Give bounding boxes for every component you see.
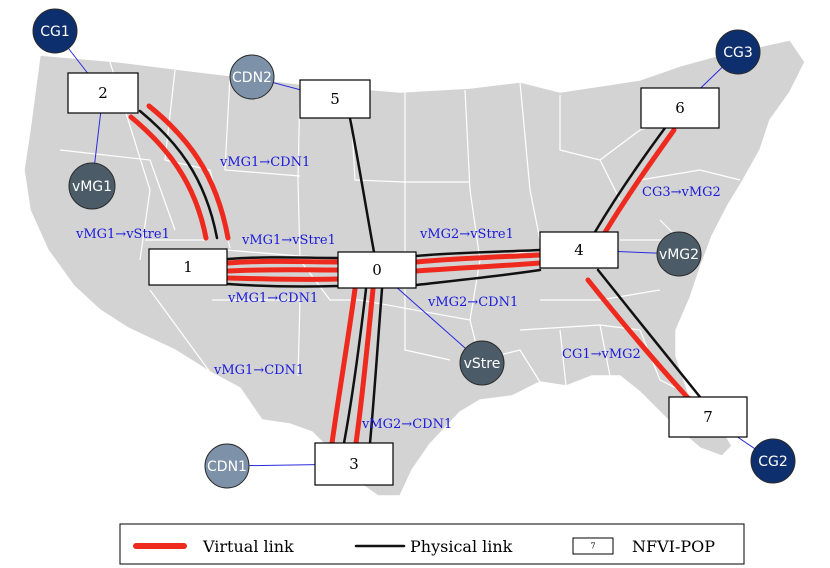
vnf-vstre: vStre (459, 340, 505, 386)
flow-label-vmg1-cdn1-south: vMG1→CDN1 (213, 363, 304, 378)
flow-label-cg3-vmg2: CG3→vMG2 (642, 185, 721, 200)
nfvi-pop-label: 2 (98, 84, 108, 102)
vnf-circle (750, 438, 796, 484)
flow-label-cg1-vmg2: CG1→vMG2 (562, 347, 641, 362)
vnf-label: CG3 (723, 45, 753, 61)
vnf-circle (656, 231, 702, 277)
vnf-circle (715, 29, 761, 75)
nfvi-pop-box (668, 396, 748, 438)
nfvi-pop-label: 4 (574, 241, 584, 259)
virtual-link-2-1-0 (128, 114, 209, 241)
vnf-cdn1: CDN1 (204, 443, 250, 489)
nfvi-pop-5: 5 (299, 79, 371, 119)
nfvi-pop-label: 6 (675, 99, 685, 117)
flow-label-vmg1-cdn1-center: vMG1→CDN1 (227, 291, 318, 306)
nfvi-pop-6: 6 (640, 87, 720, 129)
flow-label-vmg1-cdn1-top: vMG1→CDN1 (219, 155, 310, 170)
link-4-6 (593, 126, 677, 237)
legend-frame (119, 523, 745, 565)
vnf-circle (204, 443, 250, 489)
link-5-0 (348, 116, 376, 254)
flow-label-vmg2-cdn1-right: vMG2→CDN1 (427, 295, 518, 310)
flow-label-vmg2-cdn1-south: vMG2→CDN1 (361, 417, 452, 432)
virtual-link-1-0-0 (225, 258, 341, 266)
vnf-circle (68, 162, 116, 210)
physical-link-0-4-0 (414, 248, 542, 258)
nfvi-pop-box (337, 251, 417, 289)
link-2-1 (128, 103, 231, 241)
vnf-label: vMG2 (659, 247, 699, 263)
nfvi-pop-1: 1 (148, 248, 228, 286)
links-layer (128, 103, 702, 446)
virtual-link-0-4-1 (413, 260, 543, 274)
vnf-label: CDN2 (232, 70, 272, 86)
flow-labels: vMG1→CDN1 vMG1→vStre1 vMG1→vStre1 vMG1→C… (75, 155, 721, 432)
vnf-label: CDN1 (207, 459, 247, 475)
virtual-link-0-4-0 (413, 252, 543, 265)
nfvi-pop-box (67, 72, 139, 114)
vnf-circle (459, 340, 505, 386)
virtual-link-1-0-2 (225, 275, 341, 282)
link-0-3 (329, 286, 384, 446)
physical-link-5-0-0 (348, 116, 376, 254)
vnf-vmg1: vMG1 (68, 162, 116, 210)
vnf-label: vStre (464, 356, 501, 372)
vnf-label: vMG1 (72, 179, 112, 195)
link-0-4 (413, 248, 543, 287)
vnf-circle (32, 8, 78, 54)
nfvi-pop-box (148, 248, 228, 286)
nfvi-pop-label: 1 (183, 258, 193, 276)
legend-pop-swatch (572, 537, 614, 555)
link-1-0 (225, 256, 341, 288)
nfvi-pop-label: 7 (703, 408, 713, 426)
virtual-link-1-0-1 (225, 267, 341, 274)
vnf-label: CG1 (40, 24, 70, 40)
flow-label-vmg1-vstre1-center: vMG1→vStre1 (241, 233, 336, 248)
legend-virtual-label: Virtual link (202, 537, 294, 556)
physical-link-1-0-0 (226, 256, 340, 261)
vnf-cg1: CG1 (32, 8, 78, 54)
nfvi-pop-4: 4 (539, 231, 619, 269)
virtual-link-4-7-0 (585, 277, 691, 401)
legend-pop-label: NFVI-POP (632, 537, 715, 556)
physical-link-4-7-0 (596, 268, 702, 399)
physical-link-0-4-1 (414, 268, 542, 287)
vnf-vmg2: vMG2 (656, 231, 702, 277)
nfvi-pop-box (299, 79, 371, 119)
nfvi-pop-label: 3 (349, 455, 359, 473)
nfvi-pop-box (539, 231, 619, 269)
nfvi-pop-0: 0 (337, 251, 417, 289)
virtual-link-2-1-1 (146, 103, 231, 241)
physical-link-2-1-0 (138, 109, 219, 240)
nfvi-pop-box (640, 87, 720, 129)
vnf-cg3: CG3 (715, 29, 761, 75)
nfvi-pop-label: 5 (330, 90, 340, 108)
vnf-circle (229, 54, 275, 100)
flow-label-vmg2-vstre1: vMG2→vStre1 (419, 227, 514, 242)
virtual-link-0-3-0 (329, 286, 358, 446)
nfvi-pop-7: 7 (668, 396, 748, 438)
virtual-link-0-3-1 (353, 286, 376, 446)
physical-link-1-0-1 (226, 282, 340, 288)
nfvi-pop-nodes: 0 1 2 3 4 5 6 7 (67, 72, 748, 486)
nfvi-pop-label: 0 (372, 261, 382, 279)
legend-pop-swatch-label: 7 (590, 542, 595, 551)
flow-label-vmg1-vstre1-left: vMG1→vStre1 (75, 227, 170, 242)
physical-link-0-3-1 (368, 287, 384, 445)
vnf-label: CG2 (758, 454, 788, 470)
physical-link-4-6-0 (593, 126, 667, 234)
virtual-link-4-6-0 (601, 127, 677, 237)
legend-physical-label: Physical link (410, 537, 513, 556)
nfvi-pop-box (314, 442, 394, 486)
link-4-7 (585, 268, 702, 401)
legend: Virtual link Physical link 7 NFVI-POP (119, 523, 745, 565)
vnf-cdn2: CDN2 (229, 54, 275, 100)
nfvi-pop-2: 2 (67, 72, 139, 114)
physical-link-0-3-0 (342, 287, 368, 445)
vnf-cg2: CG2 (750, 438, 796, 484)
nfvi-pop-3: 3 (314, 442, 394, 486)
